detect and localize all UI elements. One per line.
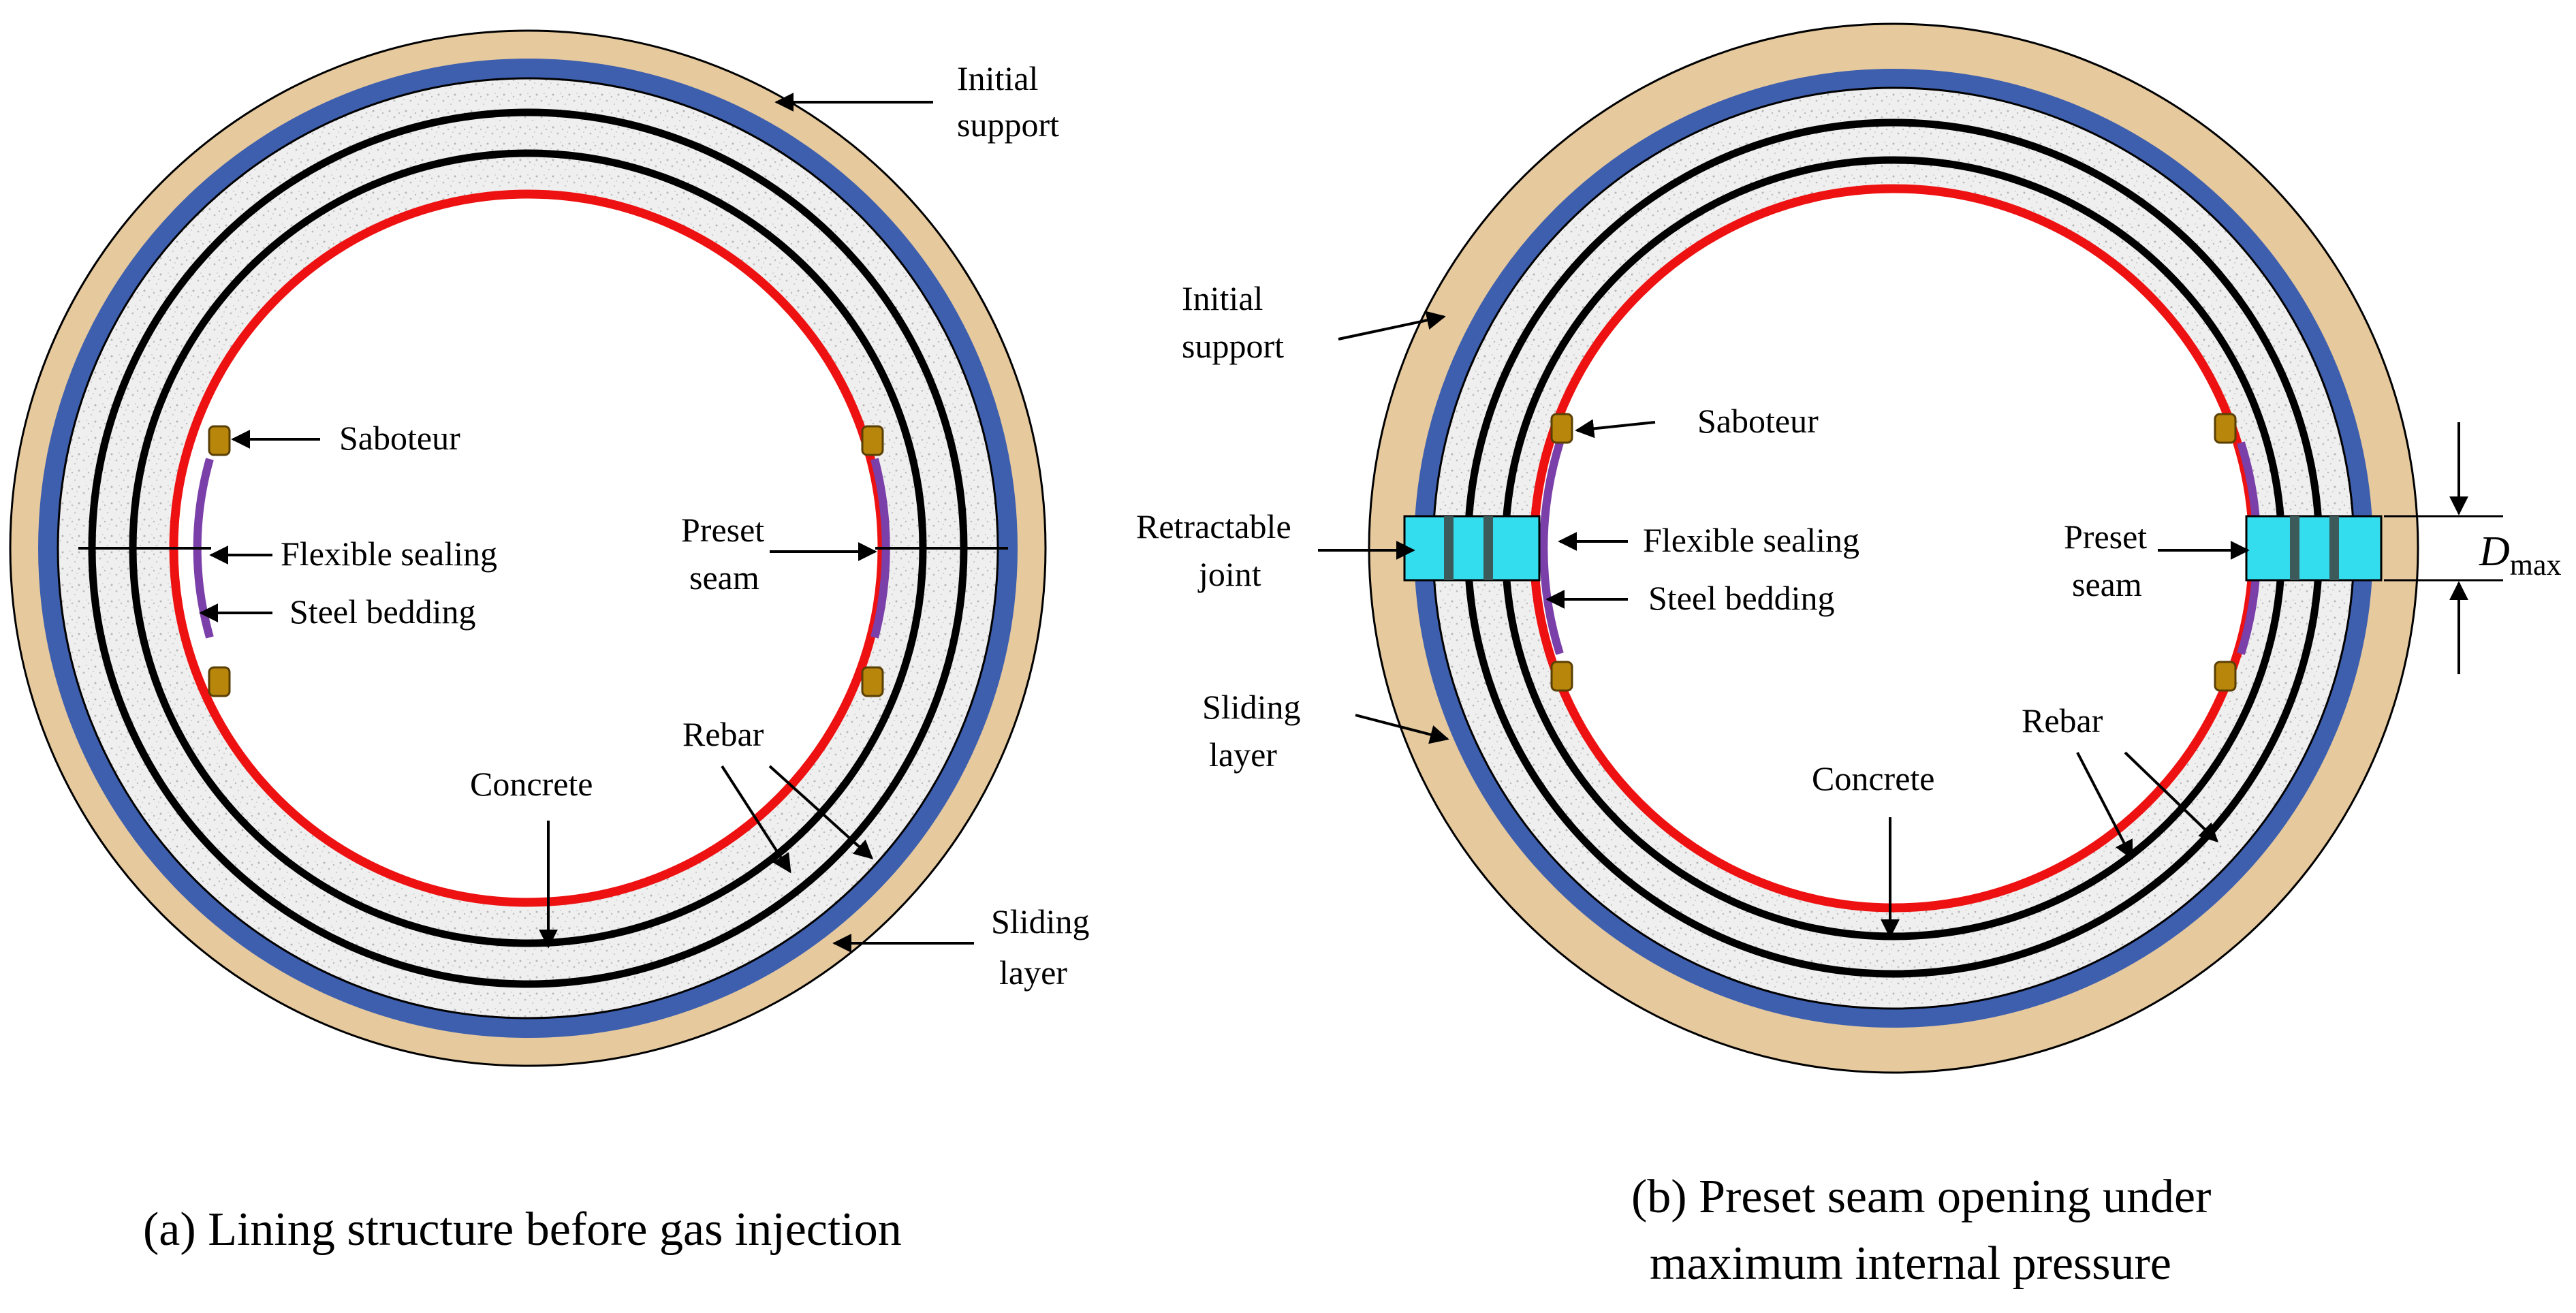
caption-a: (a) Lining structure before gas injectio… — [143, 1203, 902, 1256]
saboteur-block — [2214, 661, 2237, 692]
saboteur-label: Saboteur — [339, 419, 460, 457]
initial-support-label: Initial — [1182, 279, 1263, 317]
saboteur-block — [1550, 661, 1573, 692]
retractable-joint-left — [1403, 515, 1541, 582]
sliding-layer-label: Sliding — [1202, 688, 1300, 726]
sliding-layer-label: Sliding — [991, 902, 1089, 940]
concrete-label: Concrete — [470, 765, 593, 803]
caption-b-line-1: (b) Preset seam opening under — [1631, 1171, 2211, 1223]
preset-seam-label: Preset — [681, 511, 764, 549]
rebar-label: Rebar — [2022, 701, 2103, 740]
tunnel-interior — [1538, 193, 2249, 904]
dmax-label: Dmax — [2479, 528, 2562, 582]
rebar-label: Rebar — [682, 715, 764, 753]
dmax-dimension: Dmax — [2384, 422, 2562, 674]
lining-rings-a — [9, 29, 1047, 1067]
saboteur-block — [861, 666, 884, 697]
caption-b-line-2: maximum internal pressure — [1650, 1237, 2171, 1290]
lining-rings-b — [1368, 22, 2419, 1074]
retractable-joint-bar — [1444, 516, 1454, 580]
panel-a: Initial support Saboteur Flexible sealin… — [9, 29, 1089, 1256]
saboteur-label: Saboteur — [1697, 402, 1819, 440]
initial-support-label: support — [957, 106, 1059, 144]
preset-seam-label: seam — [2072, 565, 2142, 603]
retractable-joint-bar — [2329, 516, 2339, 580]
initial-support-label: Initial — [957, 59, 1038, 97]
arrows-b — [1318, 311, 2250, 938]
steel-bedding-label: Steel bedding — [1648, 579, 1835, 617]
saboteur-block — [861, 425, 884, 456]
retractable-joint-label: Retractable — [1136, 507, 1291, 545]
flexible-sealing-label: Flexible sealing — [1643, 521, 1859, 559]
saboteur-block — [208, 666, 231, 697]
steel-bedding-label: Steel bedding — [289, 592, 476, 631]
preset-seam-label: seam — [689, 558, 759, 597]
arrows-a — [199, 93, 974, 953]
sliding-layer-label: layer — [1209, 735, 1277, 774]
flexible-sealing-left — [1539, 441, 1564, 655]
retractable-joint-label: joint — [1197, 555, 1261, 593]
saboteur-block — [208, 425, 231, 456]
retractable-joint-bar — [1483, 516, 1493, 580]
retractable-joint-right — [2245, 515, 2383, 582]
initial-support-label: support — [1182, 327, 1284, 365]
saboteur-block — [2214, 413, 2237, 444]
labels-a: Initial support Saboteur Flexible sealin… — [281, 59, 1089, 992]
retractable-joint-bar — [2290, 516, 2299, 580]
labels-b: Initial support Saboteur Retractable joi… — [1136, 279, 2147, 797]
panel-b: Dmax Initial support Saboteur Retractabl… — [1136, 22, 2562, 1290]
sliding-layer-label: layer — [999, 953, 1067, 992]
flexible-sealing-label: Flexible sealing — [281, 535, 497, 573]
tunnel-interior — [177, 197, 879, 899]
saboteur-block — [1550, 413, 1573, 444]
preset-seam-label: Preset — [2064, 518, 2147, 556]
concrete-label: Concrete — [1812, 759, 1934, 797]
